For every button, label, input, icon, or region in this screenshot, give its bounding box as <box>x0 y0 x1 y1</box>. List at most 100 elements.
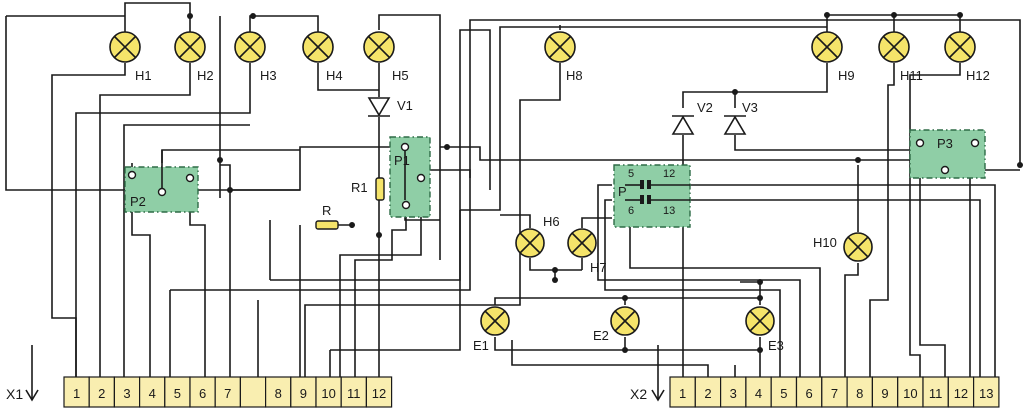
x1-terminal-11: 11 <box>340 376 368 408</box>
lamp-h10-label: H10 <box>813 235 837 250</box>
x1-terminal-2: 2 <box>88 376 115 408</box>
x1-terminal-label: 5 <box>174 386 181 401</box>
lamp-e2: E2 <box>593 306 640 343</box>
x1-terminal-label: 2 <box>98 386 105 401</box>
x1-terminal-3: 3 <box>113 376 141 408</box>
lamp-h4-label: H4 <box>326 68 343 83</box>
x1-terminal-label: 6 <box>199 386 206 401</box>
relay-p3: P3 <box>909 129 986 179</box>
relay-p-label: P <box>618 184 627 199</box>
resistor-r1-label: R1 <box>351 180 368 195</box>
x2-terminal-4: 4 <box>745 376 772 408</box>
x1-terminal-5: 5 <box>164 376 191 408</box>
x2-terminal-1: 1 <box>669 376 696 408</box>
x1-terminal-label: 9 <box>300 386 307 401</box>
lamp-h6: H6 <box>515 214 560 258</box>
x1-terminal-9: 9 <box>290 376 317 408</box>
lamp-h12: H12 <box>944 31 990 83</box>
x2-terminal-label: 1 <box>679 386 686 401</box>
lamp-h2-label: H2 <box>197 68 214 83</box>
x2-terminal-2: 2 <box>694 376 722 408</box>
lamp-h2: H2 <box>174 31 214 83</box>
x2-terminal-label: 11 <box>929 386 943 401</box>
lamp-h7: H7 <box>567 228 607 275</box>
x1-terminal-8: 8 <box>265 376 292 408</box>
x1-terminal-label: 12 <box>372 386 386 401</box>
wires-left <box>5 2 1021 377</box>
x2-terminal-label: 10 <box>903 386 917 401</box>
relay-p-contact-6: 6 <box>628 205 634 217</box>
relay-p2: P2 <box>124 150 199 213</box>
lamp-h1: H1 <box>109 31 152 83</box>
x1-terminal-7: 7 <box>214 376 241 408</box>
x2-terminal-10: 10 <box>897 376 924 408</box>
x1-terminal-10: 10 <box>315 376 342 408</box>
lamp-e1-label: E1 <box>473 338 489 353</box>
x1-terminal-label: 1 <box>73 386 80 401</box>
x1-terminal-label: 10 <box>321 386 335 401</box>
diode-v1: V1 <box>367 97 413 117</box>
lamp-h10: H10 <box>813 232 873 262</box>
x1-terminal-label: 8 <box>275 386 282 401</box>
x2-terminal-3: 3 <box>719 376 747 408</box>
lamp-h8: H8 <box>544 31 583 83</box>
x2-terminal-11: 11 <box>922 376 949 408</box>
relay-p3-label: P3 <box>937 136 953 151</box>
resistor-r1: R1 <box>351 177 385 201</box>
lamp-h3-label: H3 <box>260 68 277 83</box>
x1-terminal-1: 1 <box>63 376 90 408</box>
connector-x1-label: X1 <box>6 386 23 402</box>
relay-p-contact-13: 13 <box>663 205 675 217</box>
x2-terminal-8: 8 <box>846 376 873 408</box>
x2-terminal-label: 8 <box>856 386 863 401</box>
lamp-h4: H4 <box>302 31 343 83</box>
x1-terminal-4: 4 <box>139 376 166 408</box>
x1-terminal-label: 11 <box>347 386 361 401</box>
x1-terminal-blank <box>239 376 267 408</box>
x2-terminal-label: 3 <box>730 386 737 401</box>
lamp-h11: H11 <box>878 31 923 83</box>
connector-x2-label: X2 <box>630 386 647 402</box>
lamp-e2-label: E2 <box>593 328 609 343</box>
resistor-r: R <box>315 203 339 230</box>
x2-terminal-label: 6 <box>806 386 813 401</box>
relay-p-contact-5: 5 <box>628 168 634 180</box>
x2-terminal-label: 12 <box>954 386 968 401</box>
lamp-h12-label: H12 <box>966 68 990 83</box>
lamp-h5: H5 <box>363 31 409 83</box>
lamp-h6-label: H6 <box>543 214 560 229</box>
x1-terminal-label: 3 <box>123 386 130 401</box>
relay-p: P 5 12 6 13 <box>613 164 691 228</box>
x2-terminal-6: 6 <box>795 376 823 408</box>
x2-terminal-label: 13 <box>979 386 993 401</box>
lamp-h7-label: H7 <box>590 260 607 275</box>
lamp-h5-label: H5 <box>392 68 409 83</box>
lamp-e3-label: E3 <box>768 338 784 353</box>
relay-p-contact-12: 12 <box>663 168 675 180</box>
relay-p1: P1 <box>389 136 431 218</box>
lamp-h8-label: H8 <box>566 68 583 83</box>
x2-terminal-13: 13 <box>972 376 1000 408</box>
lamp-h9-label: H9 <box>838 68 855 83</box>
relay-p2-label: P2 <box>130 194 146 209</box>
lamp-h11-label: H11 <box>900 68 923 83</box>
x1-terminal-label: 7 <box>224 386 231 401</box>
x2-terminal-7: 7 <box>821 376 848 408</box>
x1-terminal-12: 12 <box>365 376 393 408</box>
junction-dots <box>187 12 1023 353</box>
relay-p1-label: P1 <box>394 153 410 168</box>
x2-terminal-5: 5 <box>770 376 798 408</box>
x2-terminal-label: 9 <box>881 386 888 401</box>
x2-terminal-label: 4 <box>755 386 762 401</box>
diode-v1-label: V1 <box>397 98 413 113</box>
x2-terminal-label: 7 <box>831 386 838 401</box>
diode-v3-label: V3 <box>742 100 758 115</box>
x1-terminal-label: 4 <box>149 386 156 401</box>
lamp-h1-label: H1 <box>135 68 152 83</box>
diode-v2: V2 <box>671 100 713 135</box>
